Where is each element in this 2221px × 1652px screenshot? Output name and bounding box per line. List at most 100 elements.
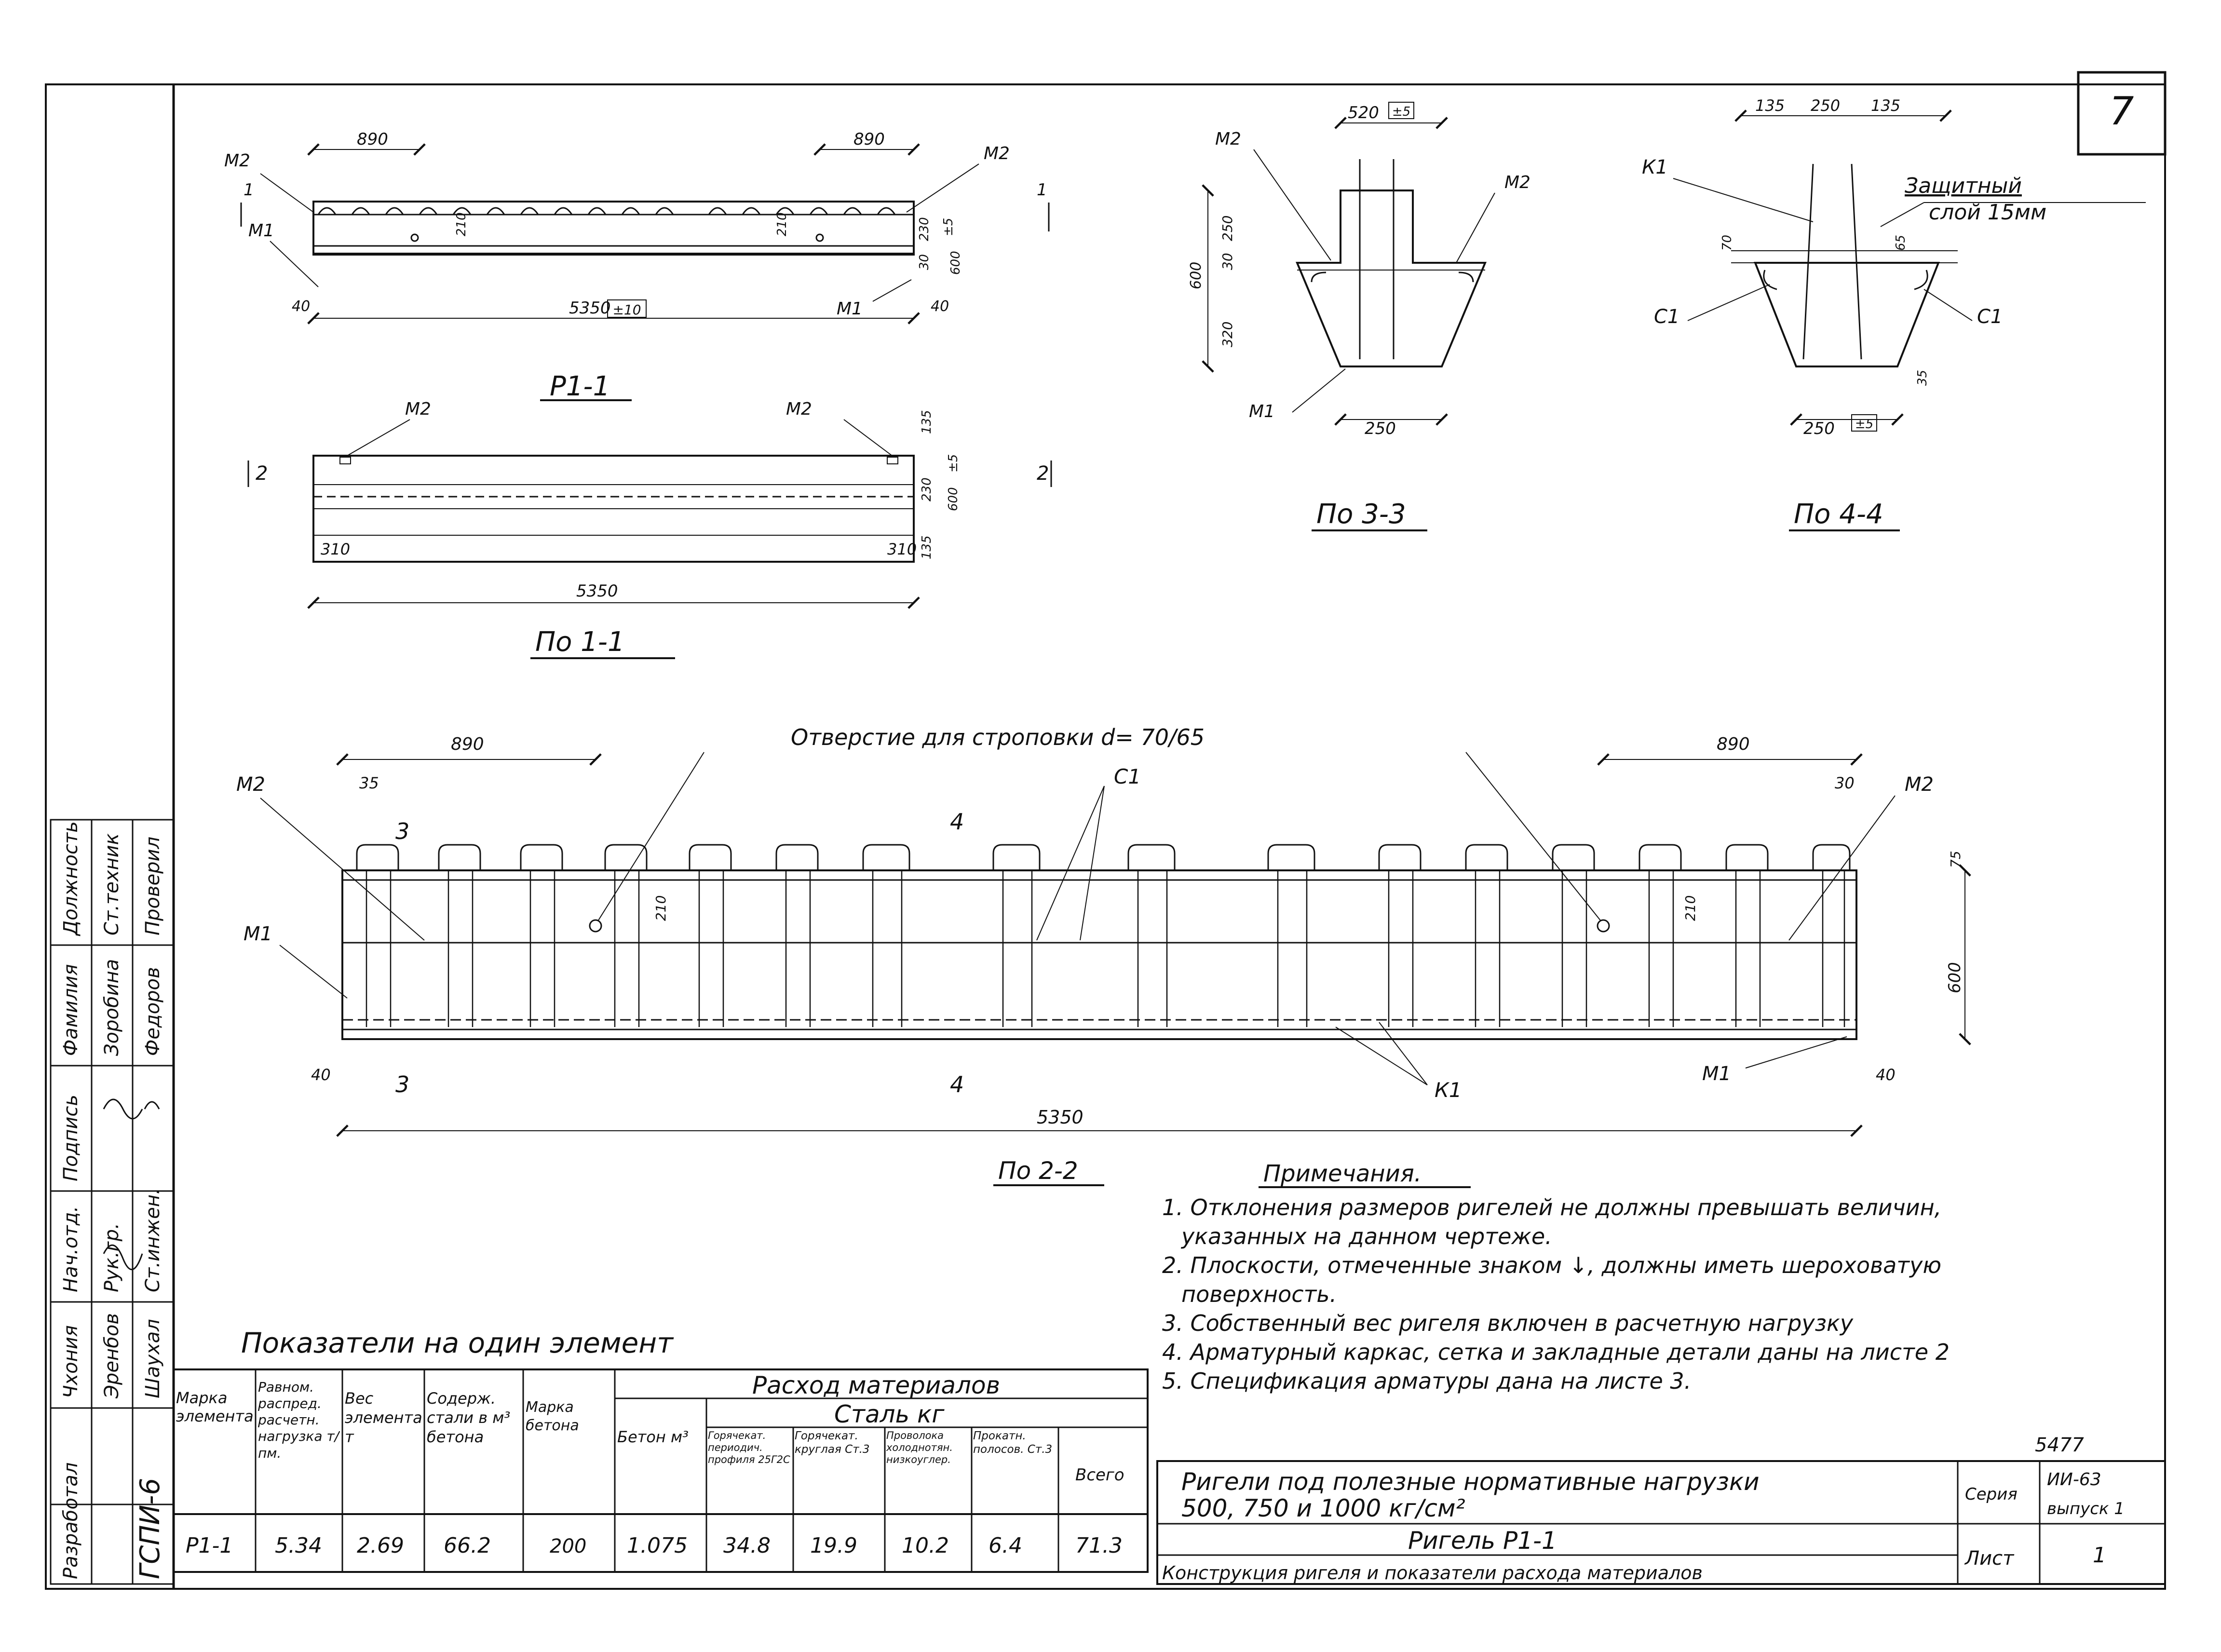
po11-m2-left: М2: [405, 399, 431, 419]
po22-sec4-top: 4: [950, 809, 964, 835]
seria-label: Серия: [1965, 1485, 2018, 1504]
th-concrete: Бетон м³: [617, 1428, 689, 1446]
r11-dim-210-a: 210: [454, 212, 469, 236]
stamp-header-signature: Подпись: [60, 1095, 82, 1181]
seria-value-line2: выпуск 1: [2047, 1499, 2125, 1518]
td-concrete: 1.075: [627, 1533, 688, 1558]
stamp-row2-name: Федоров: [142, 967, 164, 1056]
po11-r-230: 230: [920, 477, 934, 501]
td-total: 71.3: [1075, 1533, 1123, 1558]
po11-dim-310-left: 310: [321, 540, 350, 558]
archive-number: 5477: [2035, 1434, 2084, 1456]
note-5: 5. Спецификация арматуры дана на листе 3…: [1162, 1368, 1691, 1394]
po11-dim-310-right: 310: [887, 540, 917, 558]
stamp-row3-position: Нач.отд.: [60, 1206, 82, 1292]
po22-dim-length: 5350: [1037, 1107, 1083, 1128]
po22-sec4-bottom: 4: [950, 1071, 964, 1097]
po11-dim-length: 5350: [576, 582, 618, 601]
po44-tol: ±5: [1855, 417, 1873, 432]
stirrup-loops: [317, 207, 896, 215]
po22-k1: К1: [1435, 1078, 1462, 1102]
table-group-materials: Расход материалов: [752, 1371, 1000, 1399]
td-load: 5.34: [275, 1533, 322, 1558]
po44-v-70: 70: [1720, 235, 1734, 251]
po33-v-30: 30: [1219, 253, 1235, 270]
po22-dim-75: 75: [1948, 851, 1964, 868]
view-r1-1: 890 890 5350 ±10 М2 М2 М1 М1 40 40 210 2…: [224, 130, 1050, 402]
note-3: 3. Собственный вес ригеля включен в расч…: [1162, 1310, 1854, 1336]
td-concrete-grade: 200: [550, 1535, 586, 1557]
po22-dim-890-left: 890: [451, 734, 484, 754]
table-group-steel: Сталь кг: [834, 1400, 945, 1428]
th-total: Всего: [1075, 1465, 1124, 1485]
th-steel-content: Содерж. стали в м³ бетона: [427, 1389, 511, 1446]
sheet-number-box: [2077, 71, 2167, 156]
r11-tol-length: ±10: [612, 302, 641, 318]
po11-title: По 1-1: [535, 626, 625, 658]
po33-m1: М1: [1249, 402, 1275, 421]
stamp-header-position: Должность: [60, 821, 82, 936]
po44-v-35: 35: [1915, 370, 1930, 386]
stamp-row3-name: Чхония: [60, 1325, 82, 1398]
po11-r-600: 600: [946, 487, 961, 511]
po11-r-tol: ±5: [946, 454, 961, 473]
po44-c1-right: С1: [1977, 306, 2003, 328]
po11-sec-mark-right: 2: [1037, 462, 1049, 485]
signature-scribble: [103, 1098, 160, 1270]
po33-dim-520: 520: [1348, 103, 1379, 122]
r11-dim-40-left: 40: [292, 298, 310, 315]
r11-title: Р1-1: [550, 371, 610, 402]
sheet-number: 7: [2110, 89, 2134, 134]
po44-cover-line2: слой 15мм: [1929, 200, 2046, 225]
r11-r-30: 30: [917, 254, 932, 270]
po22-hole-note: Отверстие для строповки d= 70/65: [791, 724, 1205, 750]
beam-body: [312, 201, 915, 256]
th-load: Равном. распред. расчетн. нагрузка т/пм.: [258, 1379, 339, 1461]
th-mark: Марка элемента: [176, 1389, 253, 1426]
po22-dim-40-right: 40: [1876, 1066, 1896, 1084]
po22-m1-left: М1: [244, 923, 272, 945]
list-value: 1: [2093, 1543, 2106, 1568]
r11-m1-left: М1: [248, 221, 274, 241]
po33-tol: ±5: [1392, 105, 1410, 119]
stamp-row2-position: Проверил: [142, 837, 164, 935]
subtitle: Ригель Р1-1: [1408, 1527, 1557, 1555]
po22-title: По 2-2: [998, 1157, 1078, 1185]
po11-r-135b: 135: [920, 535, 934, 559]
po44-c1-left: С1: [1654, 306, 1679, 328]
list-label: Лист: [1964, 1547, 2015, 1570]
left-stamp: Должность Фамилия Подпись Ст.техник Зоро…: [50, 819, 175, 1585]
po11-m2-right: М2: [786, 399, 812, 419]
r11-dim-890-right: 890: [853, 130, 885, 149]
r11-m1-right: М1: [837, 299, 863, 319]
po44-dim-135a: 135: [1755, 96, 1785, 115]
view-po-4-4: 135 250 135 250 ±5 К1 С1 С1 Защитный сло…: [1642, 96, 2146, 531]
r11-dim-40-right: 40: [931, 298, 949, 315]
stamp-row5-name: Шаухал: [142, 1319, 164, 1398]
section-outline: [1754, 262, 1940, 367]
th-s2: Горячекат. круглая Ст.3: [795, 1430, 870, 1456]
po22-m2-left: М2: [236, 773, 265, 796]
note-2b: поверхность.: [1181, 1281, 1337, 1307]
po33-v-320: 320: [1219, 322, 1235, 347]
td-s1: 34.8: [723, 1533, 771, 1558]
beam-body: [341, 869, 1857, 1040]
r11-sec-mark-right: 1: [1037, 180, 1047, 200]
view-po-1-1: М2 М2 310 310 5350 135 230 600 ±5 135 2 …: [247, 399, 1052, 659]
po33-v-600: 600: [1188, 262, 1205, 289]
td-mark: Р1-1: [186, 1533, 233, 1558]
po22-dim-40-left: 40: [311, 1066, 331, 1084]
po33-dim-250: 250: [1365, 419, 1396, 438]
r11-m2-right: М2: [984, 144, 1010, 163]
stirrups-plan: [356, 844, 1851, 1027]
stamp-developed: Разработал: [60, 1462, 82, 1579]
r11-r-230: 230: [917, 217, 932, 241]
po44-dim-135b: 135: [1871, 96, 1900, 115]
stamp-row1-name: Зоробина: [101, 959, 123, 1056]
po22-c1: С1: [1114, 765, 1141, 788]
title-desc: Конструкция ригеля и показатели расхода …: [1162, 1562, 1703, 1584]
view-po-3-3: 520 ±5 250 600 250 30 320 М2 М2 М1 По 3-…: [1188, 102, 1530, 531]
r11-dim-890-left: 890: [357, 130, 388, 149]
materials-table: Показатели на один элемент Расход матери…: [173, 1327, 1149, 1573]
th-s3: Проволока холоднотян. низкоуглер.: [886, 1430, 953, 1466]
